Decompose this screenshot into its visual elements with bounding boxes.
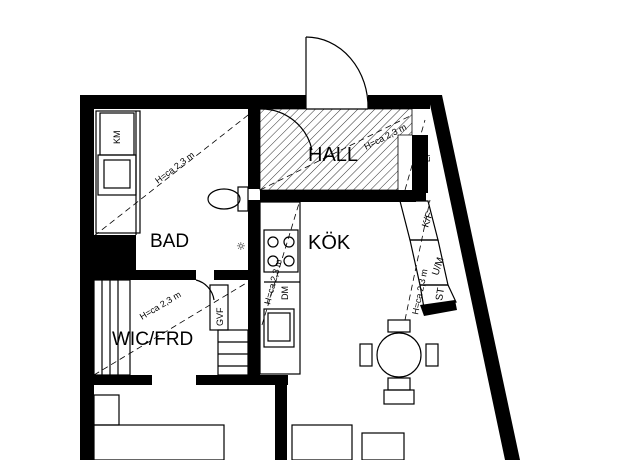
wall-bath-bottom-right [214, 270, 250, 280]
wall-fridge-column [398, 193, 426, 201]
wall-wic-bottom-right [196, 375, 288, 385]
room-label-bad: BAD [150, 231, 189, 252]
bath-fixtures: ☼ [95, 110, 249, 253]
wall-bath-bottom-left [136, 270, 196, 280]
wall-left-outer [80, 95, 94, 460]
ceiling-label-bad: H=ca 2,3 m [153, 150, 196, 186]
wall-hall-kitchen [260, 190, 416, 202]
stove [263, 229, 299, 273]
toilet [207, 186, 249, 212]
room-label-wic: WIC/FRD [112, 329, 193, 350]
entrance-door[interactable] [305, 36, 369, 110]
gvf-box [209, 284, 229, 331]
fixture-label-st: ST [434, 287, 447, 301]
wall-bath-hall-upper [248, 109, 260, 189]
wall-el-box [412, 135, 428, 193]
fixture-label-el: El [423, 155, 432, 162]
fixture-label-km: KM [112, 131, 122, 145]
fixture-label-dm: DM [280, 286, 290, 300]
room-label-kok: KÖK [308, 232, 351, 254]
shower-area [95, 110, 141, 234]
lower-room-furniture [93, 394, 405, 460]
fixture-label-kf: K/F [420, 211, 435, 229]
wic-shelving [93, 279, 249, 376]
walls [80, 95, 520, 460]
ceiling-dashed-lines [93, 111, 431, 376]
bath-door[interactable] [259, 108, 313, 151]
wall-lower-partition [275, 375, 287, 460]
wall-wic-bottom-left [80, 375, 152, 385]
dining-table [359, 319, 439, 405]
wall-top-left [80, 95, 306, 109]
wall-bath-kitchen [248, 200, 260, 375]
sink-basin [103, 159, 131, 189]
wall-top-right [368, 95, 430, 109]
kitchen-counter [259, 201, 301, 375]
fixture-label-um: U/M [430, 256, 446, 277]
wic-door[interactable] [195, 279, 215, 301]
wall-bath-left-pier [94, 235, 136, 280]
wall-right-slanted [428, 95, 520, 460]
lamp-icon: ☼ [236, 240, 246, 253]
storage-unit [419, 284, 457, 309]
fixture-label-gvf: GVF [215, 307, 225, 326]
right-wall-units [399, 200, 457, 309]
room-label-hall: HALL [308, 144, 358, 166]
ceiling-label-wic: H=ca 2,3 m [138, 289, 183, 321]
kitchen-sink [263, 308, 295, 348]
